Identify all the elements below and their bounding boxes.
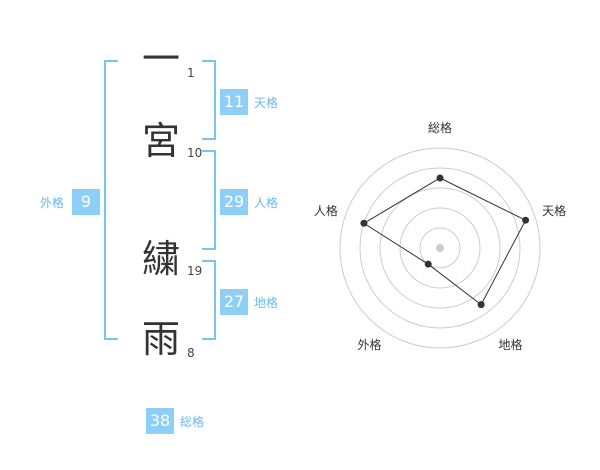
gaikaku-value-badge: 9	[72, 189, 100, 215]
radar-point-地格	[477, 301, 485, 309]
name-char-3: 繍	[141, 237, 180, 281]
radar-axis-label-1: 天格	[542, 203, 566, 218]
radar-series-polygon	[362, 177, 527, 306]
radar-axis-label-2: 地格	[498, 337, 522, 352]
tenkaku-value-badge: 11	[220, 89, 248, 115]
radar-grid-ring-5	[339, 147, 541, 349]
name-char-1: 一	[141, 37, 180, 81]
radar-grid-ring-2	[399, 207, 481, 289]
radar-point-天格	[522, 216, 530, 224]
radar-point-総格	[436, 174, 444, 182]
radar-points	[360, 174, 530, 309]
name-char-2: 宮	[141, 119, 180, 163]
gaikaku-label: 外格	[40, 196, 65, 210]
radar-grid	[339, 147, 541, 349]
jinkaku-bracket	[202, 150, 216, 250]
stroke-count-3: 19	[187, 264, 203, 278]
name-char-4: 雨	[141, 317, 180, 361]
radar-grid-ring-3	[379, 187, 501, 309]
chikaku-value-badge: 27	[220, 289, 248, 315]
stroke-count-1: 1	[187, 66, 195, 80]
chikaku-label: 地格	[254, 296, 279, 310]
radar-axis-label-4: 人格	[314, 203, 338, 218]
radar-grid-ring-1	[419, 227, 461, 269]
radar-axis-label-3: 外格	[357, 337, 381, 352]
radar-point-人格	[360, 219, 368, 227]
radar-grid-ring-4	[359, 167, 521, 329]
gaikaku-bracket	[104, 60, 118, 340]
jinkaku-value-badge: 29	[220, 189, 248, 215]
stroke-count-4: 8	[187, 346, 195, 360]
radar-point-外格	[424, 260, 432, 268]
chikaku-bracket	[202, 260, 216, 340]
soukaku-label: 総格	[180, 415, 205, 429]
radar-axis-label-0: 総格	[428, 120, 452, 135]
stroke-count-2: 10	[187, 146, 203, 160]
soukaku-value-badge: 38	[146, 408, 174, 434]
tenkaku-bracket	[202, 60, 216, 140]
tenkaku-label: 天格	[254, 96, 279, 110]
radar-center-dot	[436, 244, 444, 252]
jinkaku-label: 人格	[254, 196, 279, 210]
